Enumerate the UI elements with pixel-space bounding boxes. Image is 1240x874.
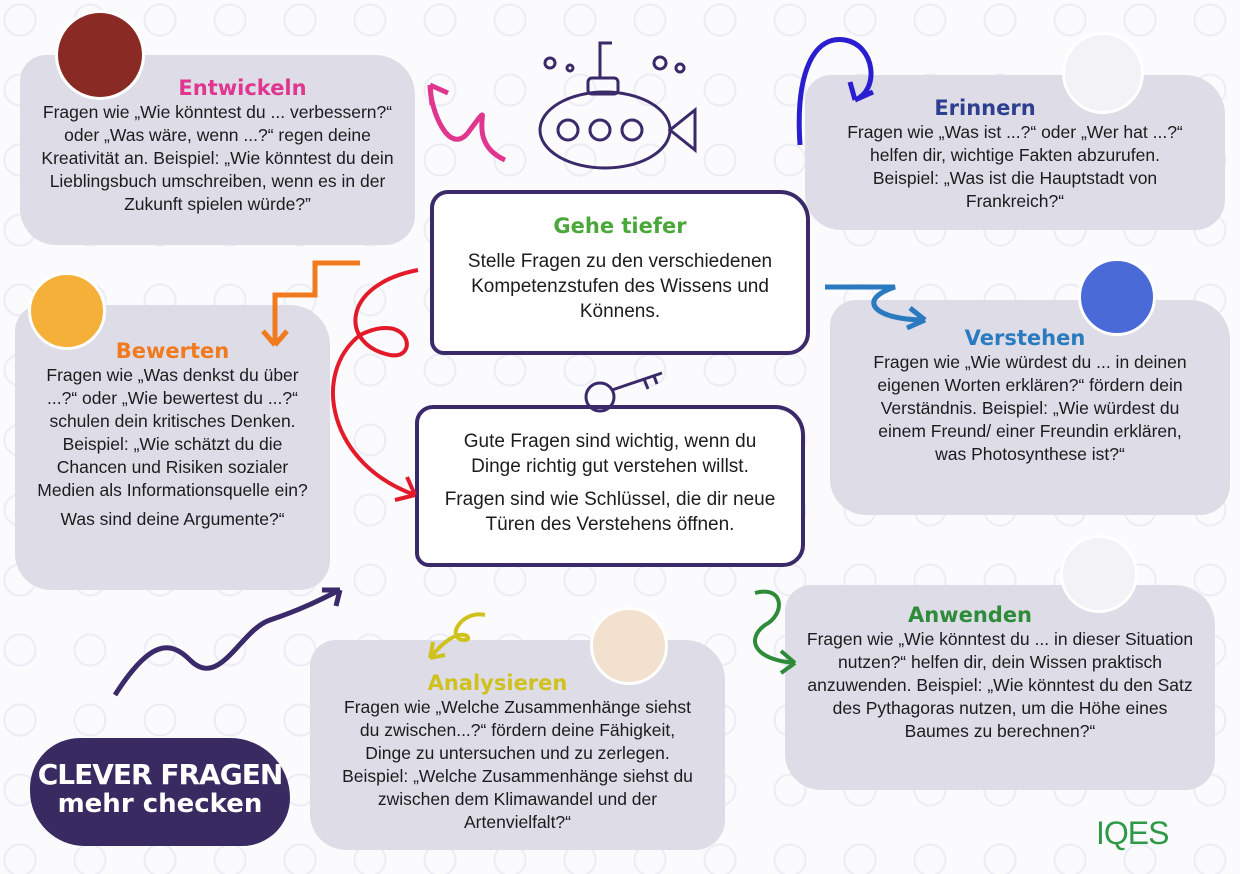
avatar-analysieren — [590, 607, 668, 685]
card-text: Fragen wie „Was ist ...?“ oder „Wer hat … — [847, 122, 1183, 211]
center-para-1: Gute Fragen sind wichtig, wenn du Dinge … — [463, 431, 757, 477]
arrow-pink-icon — [427, 82, 507, 163]
card-title: Bewerten — [115, 339, 230, 363]
arrow-purple-icon — [112, 587, 343, 697]
card-title: Anwenden — [907, 603, 1033, 627]
card-analysieren: Analysieren Fragen wie „Welche Zusammenh… — [310, 640, 725, 850]
center-box-schluessel: Gute Fragen sind wichtig, wenn du Dinge … — [415, 405, 805, 567]
avatar-bewerten — [28, 272, 106, 350]
card-text-2: Was sind deine Argumente?“ — [60, 509, 285, 529]
card-title: Verstehen — [964, 326, 1086, 350]
card-text: Fragen wie „Wie würdest du ... in deinen… — [873, 352, 1187, 464]
center-title: Gehe tiefer — [553, 214, 687, 238]
arrow-blue-dark-icon — [796, 37, 875, 146]
card-title: Analysieren — [427, 671, 568, 695]
arrow-blue-icon — [825, 284, 927, 331]
center-para-2: Fragen sind wie Schlüssel, die dir neue … — [444, 489, 776, 535]
card-text: Fragen wie „Wie könntest du ... verbesse… — [41, 102, 394, 214]
card-text: Fragen wie „Wie könntest du ... in diese… — [806, 629, 1194, 741]
iqes-logo: IQES — [1096, 815, 1169, 851]
badge-line-2: mehr checken — [57, 789, 263, 819]
avatar-verstehen — [1078, 258, 1156, 336]
card-title: Entwickeln — [178, 76, 307, 100]
badge-line-1: CLEVER FRAGEN — [37, 758, 284, 791]
card-title: Erinnern — [934, 96, 1036, 120]
avatar-anwenden — [1060, 535, 1138, 613]
arrow-orange-icon — [261, 260, 360, 347]
clever-fragen-badge: CLEVER FRAGEN mehr checken — [30, 738, 290, 846]
card-erinnern: Erinnern Fragen wie „Was ist ...?“ oder … — [805, 75, 1225, 230]
submarine-icon — [538, 41, 697, 170]
card-text: Fragen wie „Was denkst du über ...?“ ode… — [37, 365, 308, 500]
arrow-yellow-icon — [428, 612, 486, 660]
key-icon — [584, 371, 663, 413]
card-bewerten: Bewerten Fragen wie „Was denkst du über … — [15, 305, 330, 590]
card-anwenden: Anwenden Fragen wie „Wie könntest du ...… — [785, 585, 1215, 790]
center-box-gehe-tiefer: Gehe tiefer Stelle Fragen zu den verschi… — [430, 190, 810, 355]
arrow-green-icon — [753, 589, 797, 675]
arrow-red-icon — [331, 268, 419, 502]
avatar-entwickeln — [55, 10, 145, 100]
card-text: Fragen wie „Welche Zusammenhänge siehst … — [342, 697, 693, 832]
center-text: Stelle Fragen zu den verschiedenen Kompe… — [467, 251, 773, 322]
card-verstehen: Verstehen Fragen wie „Wie würdest du ...… — [830, 300, 1230, 515]
avatar-erinnern — [1062, 32, 1144, 114]
